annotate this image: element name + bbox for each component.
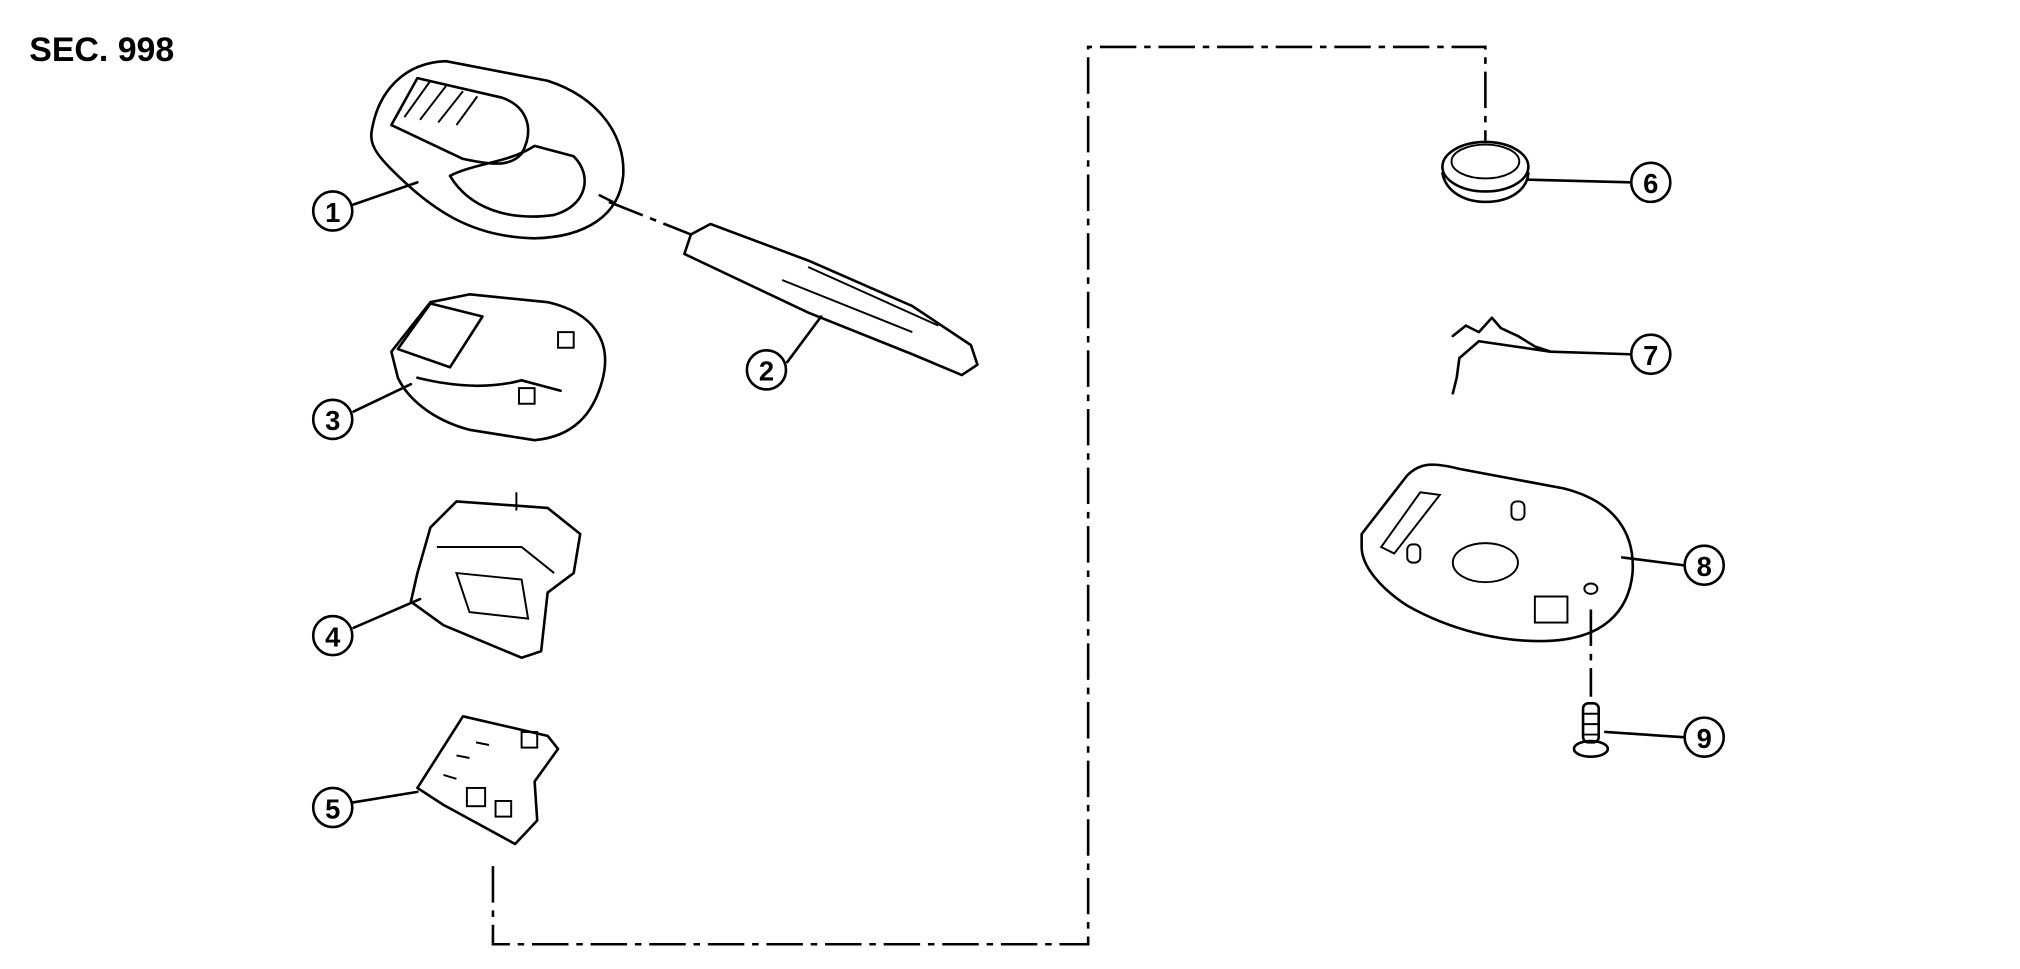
section-label: SEC. 998 bbox=[29, 31, 174, 69]
callout-4: 4 bbox=[311, 614, 354, 657]
svg-text:6: 6 bbox=[1643, 168, 1658, 199]
key-blade-line bbox=[608, 200, 692, 236]
part-battery-terminal bbox=[1451, 316, 1552, 395]
leader-2 bbox=[785, 315, 823, 364]
leader-3 bbox=[352, 382, 413, 413]
callout-1: 1 bbox=[311, 190, 354, 232]
callout-2: 2 bbox=[745, 349, 788, 391]
part-circuit-board bbox=[416, 715, 560, 846]
svg-text:3: 3 bbox=[325, 405, 340, 436]
assembly-line bbox=[491, 45, 1487, 946]
callout-9: 9 bbox=[1683, 716, 1726, 759]
leader-8 bbox=[1620, 556, 1685, 567]
leader-4 bbox=[352, 597, 422, 630]
svg-text:2: 2 bbox=[759, 356, 774, 387]
svg-text:7: 7 bbox=[1643, 340, 1658, 371]
part-key-blade bbox=[683, 222, 979, 377]
part-battery bbox=[1441, 140, 1530, 204]
callout-3: 3 bbox=[311, 398, 354, 441]
svg-text:9: 9 bbox=[1697, 723, 1712, 754]
callout-6: 6 bbox=[1629, 161, 1672, 204]
part-screw bbox=[1572, 702, 1610, 759]
leader-7 bbox=[1549, 350, 1632, 356]
leader-6 bbox=[1527, 178, 1632, 184]
part-rear-case bbox=[1360, 463, 1635, 643]
leader-9 bbox=[1603, 730, 1685, 739]
svg-text:8: 8 bbox=[1697, 551, 1712, 582]
leader-1 bbox=[352, 181, 419, 206]
part-key-head bbox=[369, 59, 625, 240]
callout-5: 5 bbox=[311, 786, 354, 829]
part-button-pad bbox=[390, 293, 607, 442]
callout-8: 8 bbox=[1683, 544, 1726, 587]
svg-text:4: 4 bbox=[325, 621, 341, 652]
leader-5 bbox=[352, 790, 419, 804]
svg-text:5: 5 bbox=[325, 793, 340, 824]
svg-text:1: 1 bbox=[325, 197, 340, 228]
part-inner-frame bbox=[409, 492, 582, 660]
callout-7: 7 bbox=[1629, 333, 1672, 376]
